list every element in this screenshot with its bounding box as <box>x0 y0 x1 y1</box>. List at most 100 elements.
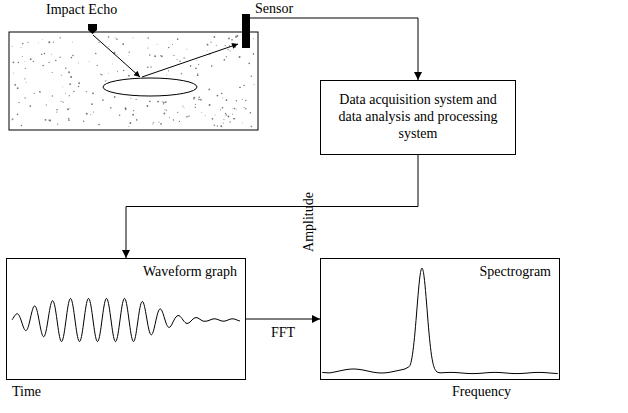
concrete-speck <box>168 70 169 71</box>
concrete-speck <box>220 109 221 110</box>
connector-arrow <box>126 155 418 258</box>
concrete-speck <box>62 86 64 88</box>
concrete-speck <box>232 113 233 114</box>
concrete-speck <box>222 97 224 99</box>
concrete-speck <box>44 53 46 55</box>
concrete-speck <box>235 46 237 48</box>
concrete-speck <box>209 104 211 106</box>
concrete-speck <box>136 119 138 121</box>
concrete-speck <box>182 105 183 106</box>
concrete-speck <box>204 115 206 117</box>
concrete-speck <box>179 60 181 62</box>
concrete-speck <box>152 123 153 124</box>
concrete-speck <box>213 36 215 38</box>
concrete-speck <box>49 120 51 122</box>
concrete-speck <box>90 113 92 115</box>
concrete-speck <box>147 67 149 69</box>
concrete-speck <box>130 98 131 99</box>
connector-label: FFT <box>269 325 297 340</box>
concrete-speck <box>52 95 53 96</box>
concrete-speck <box>25 81 27 83</box>
concrete-speck <box>95 53 97 55</box>
concrete-speck <box>59 37 60 38</box>
concrete-speck <box>245 100 247 102</box>
concrete-speck <box>128 52 129 53</box>
spectrum-trace <box>322 268 558 373</box>
concrete-speck <box>78 62 80 64</box>
concrete-speck <box>68 71 70 73</box>
impact-label: Impact Echo <box>46 2 117 17</box>
concrete-speck <box>248 62 250 64</box>
concrete-speck <box>229 121 230 122</box>
concrete-speck <box>197 73 198 74</box>
concrete-speck <box>42 39 44 41</box>
concrete-speck <box>128 75 130 77</box>
concrete-speck <box>117 71 118 72</box>
concrete-speck <box>239 87 241 89</box>
concrete-speck <box>68 119 70 121</box>
concrete-speck <box>14 84 16 86</box>
axis-label: Frequency <box>452 384 511 399</box>
impact-hammer <box>88 24 97 34</box>
concrete-speck <box>210 42 211 43</box>
concrete-speck <box>48 41 50 43</box>
concrete-speck <box>225 113 226 114</box>
concrete-speck <box>119 114 120 115</box>
concrete-speck <box>105 80 106 81</box>
concrete-speck <box>216 45 217 46</box>
concrete-speck <box>125 107 127 109</box>
concrete-speck <box>149 54 151 56</box>
concrete-speck <box>208 89 210 91</box>
concrete-speck <box>164 109 165 110</box>
concrete-speck <box>236 35 238 37</box>
concrete-speck <box>173 119 174 120</box>
concrete-speck <box>226 99 228 101</box>
concrete-speck <box>117 54 119 56</box>
concrete-speck <box>161 100 163 102</box>
concrete-speck <box>68 118 69 119</box>
concrete-speck <box>251 75 252 76</box>
waveform-panel: Waveform graph <box>6 258 246 380</box>
concrete-speck <box>213 124 215 126</box>
concrete-speck <box>128 125 130 127</box>
concrete-speck <box>105 80 107 82</box>
connector-arrow <box>246 319 320 320</box>
concrete-speck <box>24 60 26 62</box>
concrete-speck <box>186 48 188 50</box>
concrete-speck <box>108 46 110 48</box>
concrete-speck <box>110 107 112 109</box>
concrete-speck <box>242 99 243 100</box>
concrete-speck <box>147 47 148 48</box>
concrete-speck <box>11 45 13 47</box>
concrete-speck <box>179 121 180 122</box>
concrete-speck <box>33 61 34 62</box>
concrete-speck <box>129 122 131 124</box>
concrete-speck <box>183 107 185 109</box>
concrete-speck <box>61 75 62 76</box>
concrete-speck <box>196 59 198 61</box>
concrete-speck <box>108 36 110 38</box>
concrete-speck <box>169 117 170 118</box>
concrete-speck <box>165 74 167 76</box>
concrete-speck <box>156 43 158 45</box>
concrete-speck <box>166 110 167 111</box>
concrete-speck <box>92 92 94 94</box>
concrete-speck <box>239 87 240 88</box>
concrete-speck <box>161 55 163 57</box>
concrete-speck <box>48 62 49 63</box>
concrete-speck <box>39 92 41 94</box>
concrete-speck <box>207 44 209 46</box>
concrete-speck <box>251 126 253 128</box>
concrete-speck <box>135 99 136 100</box>
concrete-speck <box>242 122 244 124</box>
concrete-speck <box>46 104 47 105</box>
concrete-speck <box>55 60 56 61</box>
concrete-speck <box>159 121 160 122</box>
concrete-speck <box>24 78 25 79</box>
concrete-speck <box>193 98 195 100</box>
concrete-speck <box>211 65 213 67</box>
concrete-speck <box>34 93 35 94</box>
concrete-speck <box>195 106 196 107</box>
concrete-speck <box>65 67 67 69</box>
concrete-block <box>9 32 258 130</box>
